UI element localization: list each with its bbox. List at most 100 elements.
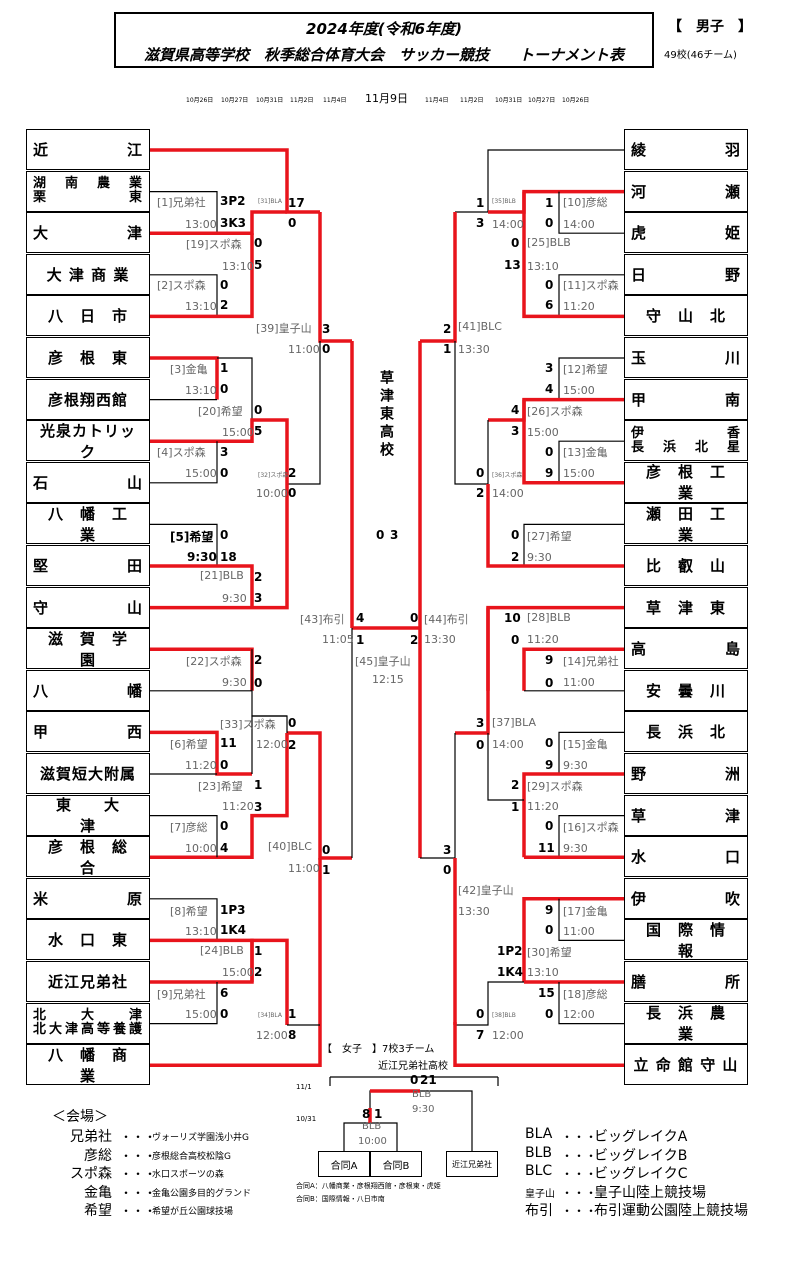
team-name-part: 江 (126, 141, 143, 159)
match-label: 10:00 (185, 842, 217, 855)
score: 4 (356, 611, 365, 625)
legend-key: BLA (525, 1126, 553, 1142)
score: 3 (220, 445, 229, 459)
match-label: 13:10 (185, 300, 217, 313)
score: 0 (288, 486, 297, 500)
bracket-line (558, 357, 624, 400)
team-left-8: 石山 (26, 461, 150, 503)
winner-path (150, 148, 320, 214)
score: 1P2 (497, 944, 523, 958)
match-label: 13:10 (527, 966, 559, 979)
score: 18 (220, 550, 237, 564)
gender-label: 【 男子 】 (668, 19, 752, 35)
legend-value: 皇子山陸上競技場 (594, 1184, 706, 1201)
match-label: 11:20 (527, 800, 559, 813)
team-left-11: 守山 (26, 586, 150, 628)
team-name-part: 山 (126, 598, 143, 617)
score: 0 (220, 382, 229, 396)
score: 1 (254, 944, 263, 958)
match-label: 11:00 (288, 343, 320, 356)
score: 3 (390, 528, 399, 542)
score: 3 (476, 716, 485, 730)
team-name-part: 近江兄弟社 (47, 973, 128, 991)
match-label: [25]BLB (527, 236, 571, 249)
winner-path (486, 484, 624, 568)
bracket-line (558, 440, 624, 483)
team-name-part: 長 浜 農 業 (645, 1004, 743, 1044)
team-right-13: 安 曇 川 (624, 669, 748, 711)
match-label: [29]スポ森 (527, 780, 583, 793)
match-label: [12]希望 (563, 363, 608, 376)
team-name-part: 東 大 津 (55, 796, 153, 836)
bracket-line (558, 814, 624, 858)
title-year: 2024年度(令和6年度) (306, 20, 462, 38)
match-label: [10]彦総 (563, 196, 608, 209)
legend-value: 水口スポーツの森 (152, 1170, 224, 1180)
legend-value: 布引運動公園陸上競技場 (594, 1203, 748, 1219)
match-label: [8]希望 (170, 905, 208, 918)
score: 1P3 (220, 903, 246, 917)
score: 0 (220, 466, 229, 480)
score: 0 (220, 1007, 229, 1021)
match-label: 11:00 (288, 862, 320, 875)
match-label: [16]スポ森 (563, 821, 619, 834)
match-label: [30]希望 (527, 946, 572, 959)
match-label: 11:20 (185, 759, 217, 772)
team-name-part: 大 津 商 業 (46, 265, 130, 284)
legend-dots: ・・・ (561, 1167, 598, 1181)
team-left-22: 八 幡 商 業 (26, 1044, 150, 1086)
score: 2 (511, 778, 520, 792)
match-label: 15:00 (185, 467, 217, 480)
legend-key: 金亀 (84, 1184, 112, 1201)
match-label: [11]スポ森 (563, 279, 619, 292)
legend-key: 兄弟社 (70, 1129, 112, 1145)
date-right-0: 11月4日 (425, 97, 449, 104)
team-name-part: 高 (631, 640, 648, 659)
bracket-line (558, 898, 624, 942)
score: 8 (288, 1028, 297, 1042)
winner-path (150, 938, 289, 1025)
match-label: 13:30 (424, 633, 456, 646)
score: 15 (538, 986, 555, 1000)
team-name-part: 野 (724, 265, 741, 284)
bracket-line (487, 733, 524, 801)
match-label: 9:30 (527, 551, 552, 564)
team-right-6: 甲南 (624, 378, 748, 420)
team-name-part: 姫 (724, 224, 741, 243)
score: 10 (504, 611, 521, 625)
team-name-part: 米 (33, 889, 50, 908)
match-label: 15:00 (185, 1008, 217, 1021)
match-label: [28]BLB (527, 611, 571, 624)
team-left-13: 八幡 (26, 669, 150, 711)
date-left-3: 11月2日 (290, 97, 314, 104)
score: 0 (322, 843, 331, 857)
team-right-4: 守 山 北 (624, 295, 748, 337)
team-left-15: 滋賀短大附属 (26, 753, 150, 794)
team-right-11: 草 津 東 (624, 586, 748, 628)
legend-dots: ・・・ (120, 1185, 157, 1200)
legend-value: ビッグレイクA (594, 1129, 688, 1145)
score: 1 (322, 863, 331, 877)
team-right-21: 長 浜 農 業 (624, 1002, 748, 1044)
match-label: [7]彦総 (170, 821, 208, 834)
bracket-line (287, 341, 321, 485)
team-left-21: 北 大 津北大津高等養護 (26, 1002, 150, 1044)
score: 0 (476, 738, 485, 752)
score: 3K3 (220, 216, 246, 230)
women-final-score-a: 0 (410, 1073, 419, 1087)
date-right-4: 10月26日 (562, 97, 590, 104)
team-name-part: 安 曇 川 (645, 681, 726, 700)
match-label: 13:10 (222, 260, 254, 273)
legend-value: ヴォーリズ学園浅小井G (152, 1133, 249, 1143)
score: 0 (220, 819, 229, 833)
team-left-3: 大 津 商 業 (26, 253, 150, 295)
score: 0 (511, 633, 520, 647)
match-label: [17]金亀 (563, 905, 608, 918)
legend-key: 希望 (84, 1203, 112, 1219)
score: 0 (220, 758, 229, 772)
team-name-part: 立 命 館 守 山 (633, 1056, 739, 1075)
score: 1 (356, 633, 365, 647)
match-label: [40]BLC (268, 840, 312, 853)
team-name-part: 津 (126, 224, 143, 243)
